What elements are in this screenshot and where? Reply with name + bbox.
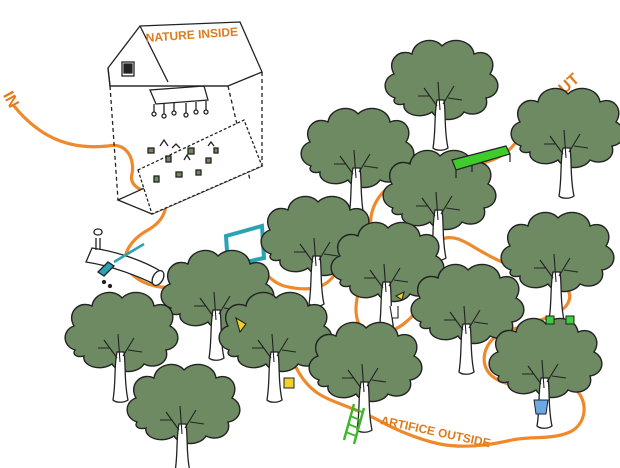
tree-icon xyxy=(510,87,620,199)
house-icon xyxy=(107,21,264,215)
log-icon xyxy=(85,228,165,289)
nature-inside-label: NATURE INSIDE xyxy=(145,25,238,45)
tree-icon xyxy=(126,363,241,468)
in-label: IN xyxy=(0,89,22,111)
bench-icon xyxy=(451,145,511,178)
tree-icon xyxy=(308,321,423,433)
cube-icon xyxy=(283,315,575,389)
swing-icon xyxy=(235,290,405,334)
bucket-icon xyxy=(533,399,549,415)
ladder-icon xyxy=(342,403,366,445)
